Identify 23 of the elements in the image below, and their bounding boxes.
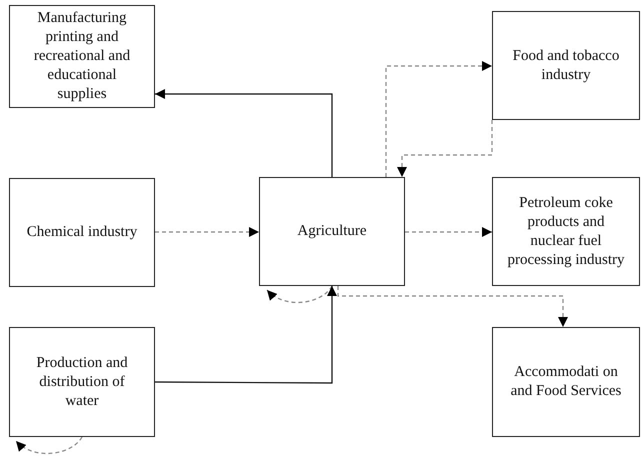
box-label: Food and tobacco industry — [512, 46, 620, 84]
box-label: Petroleum coke products and nuclear fuel processing industry — [507, 194, 625, 270]
process-box — [492, 177, 640, 286]
process-box — [9, 327, 155, 437]
box-label: Accommodati on and Food Services — [510, 363, 622, 401]
box-label: Manufacturing printing and recreational and educational supplies — [32, 9, 132, 104]
box-label: Agriculture — [297, 222, 367, 241]
process-box — [492, 11, 640, 120]
process-box — [9, 178, 155, 287]
box-label: Chemical industry — [26, 223, 138, 242]
arrow — [16, 436, 82, 454]
arrow — [337, 286, 568, 327]
process-box — [259, 177, 405, 286]
arrow — [155, 286, 337, 384]
arrow — [405, 227, 492, 237]
arrow — [155, 227, 259, 237]
arrow — [266, 286, 332, 304]
process-box — [9, 5, 155, 108]
process-box — [492, 327, 640, 437]
box-label: Production and distribution of water — [35, 354, 129, 410]
arrow — [155, 89, 333, 177]
arrow — [385, 61, 492, 177]
arrow — [397, 120, 493, 177]
